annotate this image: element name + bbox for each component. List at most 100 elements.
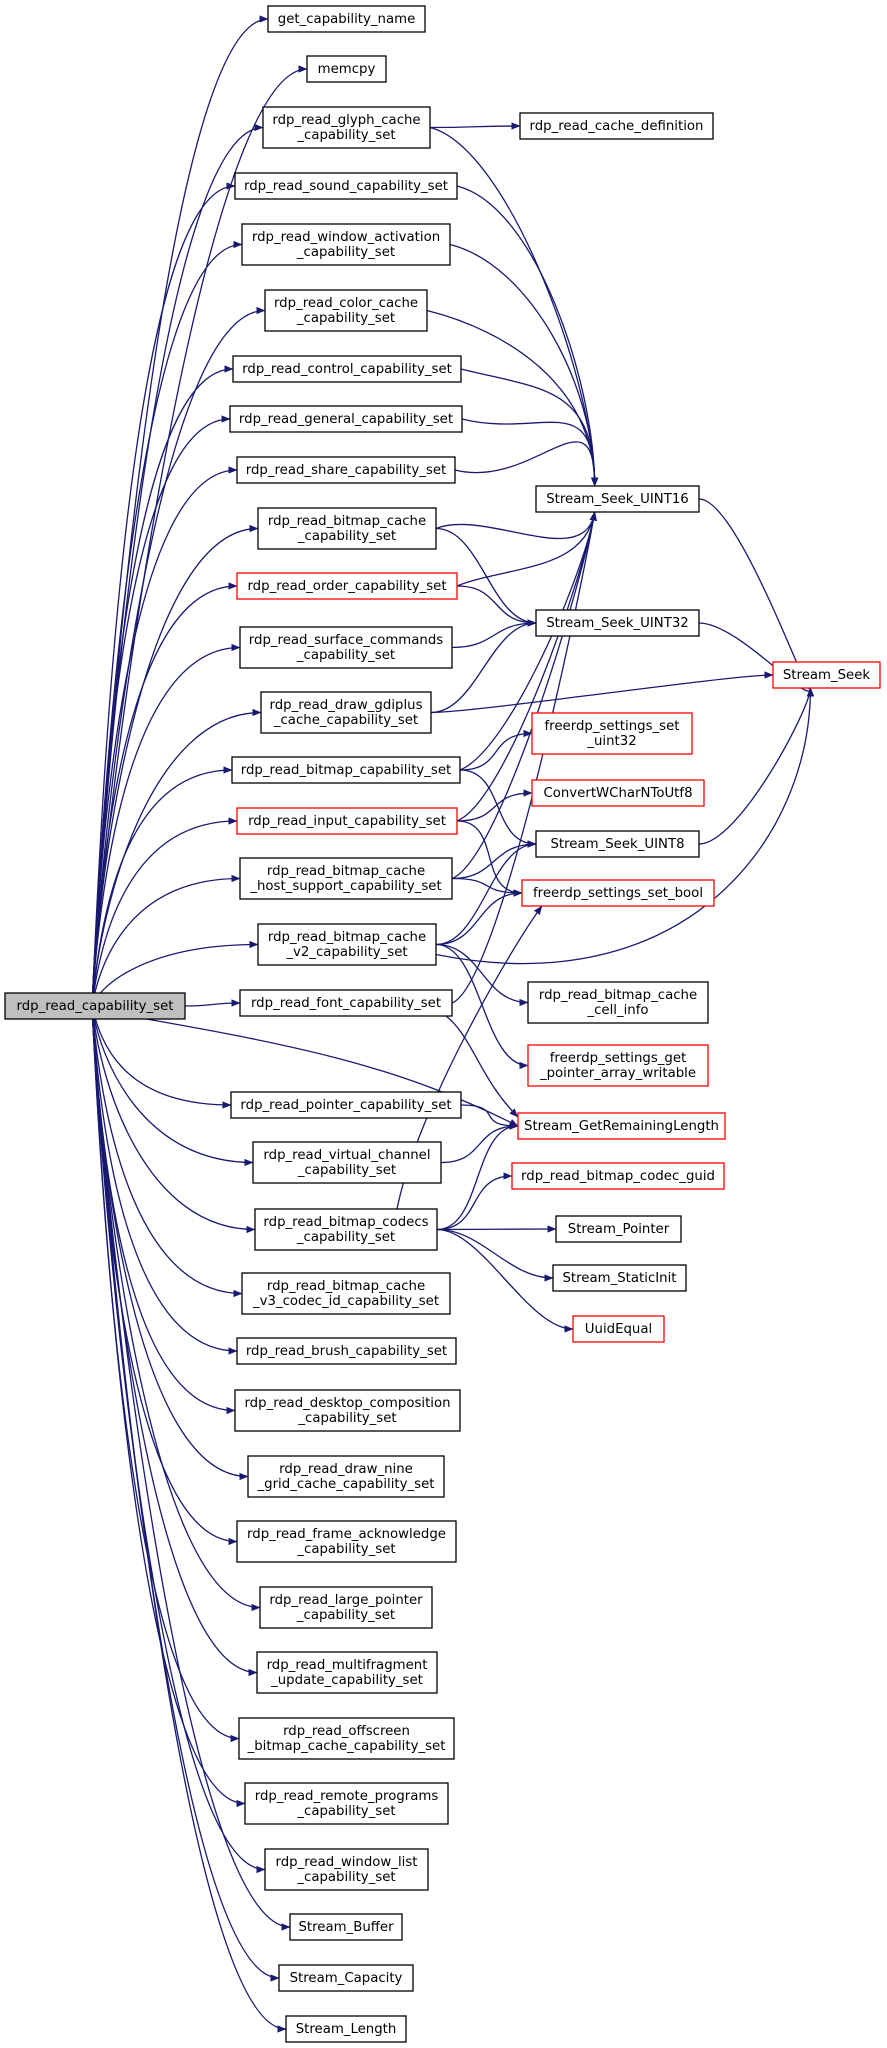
node-brush[interactable]: rdp_read_brush_capability_set [236, 1337, 457, 1365]
node-settings-set-uint32[interactable]: freerdp_settings_set_uint32 [531, 712, 693, 755]
node-large-pointer[interactable]: rdp_read_large_pointer_capability_set [259, 1586, 433, 1629]
node-uuid-equal[interactable]: UuidEqual [572, 1315, 665, 1343]
node-box [260, 691, 432, 734]
node-label: rdp_read_window_list [276, 1855, 418, 1870]
node-label: rdp_read_color_cache [274, 296, 418, 311]
node-box [236, 1520, 457, 1563]
node-box [257, 923, 437, 966]
node-label: _cell_info [586, 1003, 648, 1018]
node-font[interactable]: rdp_read_font_capability_set [239, 989, 453, 1017]
node-label: Stream_Seek_UINT8 [550, 837, 684, 852]
node-box [229, 405, 463, 433]
node-seek-uint16[interactable]: Stream_Seek_UINT16 [535, 485, 700, 513]
node-box [236, 807, 458, 835]
node-draw-nine-grid[interactable]: rdp_read_draw_nine_grid_cache_capability… [247, 1455, 445, 1498]
node-stream-buffer[interactable]: Stream_Buffer [289, 1913, 403, 1941]
node-box [278, 1964, 414, 1992]
node-settings-set-bool[interactable]: freerdp_settings_set_bool [521, 879, 715, 907]
node-window-list[interactable]: rdp_read_window_list_capability_set [264, 1848, 429, 1891]
edge-draw_gdiplus-to-seek_uint32 [430, 619, 537, 714]
node-box [289, 1913, 403, 1941]
node-label: freerdp_settings_get [550, 1051, 687, 1066]
node-label: Stream_Seek [783, 668, 871, 683]
node-label: rdp_read_control_capability_set [242, 362, 452, 377]
node-order[interactable]: rdp_read_order_capability_set [236, 572, 458, 600]
node-control[interactable]: rdp_read_control_capability_set [232, 355, 462, 383]
node-bitmap-codec-guid[interactable]: rdp_read_bitmap_codec_guid [511, 1162, 725, 1190]
edge-root-to-stream_length [91, 1005, 287, 2033]
node-get-capability-name[interactable]: get_capability_name [267, 5, 426, 33]
node-stream-capacity[interactable]: Stream_Capacity [278, 1964, 414, 1992]
node-settings-get-pointer[interactable]: freerdp_settings_get_pointer_array_writa… [527, 1044, 709, 1087]
node-label: rdp_read_virtual_channel [263, 1148, 430, 1163]
node-draw-gdiplus[interactable]: rdp_read_draw_gdiplus_cache_capability_s… [260, 691, 432, 734]
edge-root-to-remaining_length [99, 1010, 519, 1127]
node-remaining-length[interactable]: Stream_GetRemainingLength [517, 1112, 726, 1140]
node-box [241, 223, 451, 266]
node-bitmap-cache[interactable]: rdp_read_bitmap_cache_capability_set [257, 507, 437, 550]
node-label: Stream_Buffer [298, 1920, 394, 1935]
edge-root-to-share [91, 466, 238, 1007]
node-pointer[interactable]: rdp_read_pointer_capability_set [230, 1091, 462, 1119]
node-bitmap-cache-v2[interactable]: rdp_read_bitmap_cache_v2_capability_set [257, 923, 437, 966]
node-label: _capability_set [296, 1608, 395, 1623]
node-input[interactable]: rdp_read_input_capability_set [236, 807, 458, 835]
node-color-cache[interactable]: rdp_read_color_cache_capability_set [264, 289, 428, 332]
node-box [535, 485, 700, 513]
node-cache-definition[interactable]: rdp_read_cache_definition [519, 112, 714, 140]
node-box [572, 1315, 665, 1343]
node-box [511, 1162, 725, 1190]
node-box [234, 172, 458, 200]
edge-root-to-bitmap_codecs [91, 1005, 256, 1234]
node-seek-uint8[interactable]: Stream_Seek_UINT8 [535, 830, 700, 858]
node-box [238, 1717, 455, 1760]
node-multifragment[interactable]: rdp_read_multifragment_update_capability… [256, 1651, 438, 1694]
edge-bitmap_cache_host-to-settings_set_bool [451, 877, 523, 897]
node-box [264, 1848, 429, 1891]
node-static-init[interactable]: Stream_StaticInit [552, 1264, 687, 1292]
node-label: rdp_read_offscreen [283, 1724, 410, 1739]
node-label: UuidEqual [585, 1322, 652, 1337]
node-surface-commands[interactable]: rdp_read_surface_commands_capability_set [239, 626, 453, 669]
node-seek-uint32[interactable]: Stream_Seek_UINT32 [535, 609, 700, 637]
node-bitmap[interactable]: rdp_read_bitmap_capability_set [231, 756, 461, 784]
edge-root-to-font [184, 999, 241, 1007]
node-bitmap-cache-host[interactable]: rdp_read_bitmap_cache_host_support_capab… [239, 857, 453, 900]
edge-virtual_channel-to-remaining_length [440, 1122, 519, 1164]
node-remote-programs[interactable]: rdp_read_remote_programs_capability_set [244, 1782, 449, 1825]
node-share[interactable]: rdp_read_share_capability_set [236, 456, 456, 484]
node-virtual-channel[interactable]: rdp_read_virtual_channel_capability_set [252, 1141, 442, 1184]
node-general[interactable]: rdp_read_general_capability_set [229, 405, 463, 433]
node-stream-pointer[interactable]: Stream_Pointer [555, 1215, 682, 1243]
node-glyph-cache[interactable]: rdp_read_glyph_cache_capability_set [262, 106, 431, 149]
edge-root-to-surface_commands [91, 643, 241, 1007]
node-frame-ack[interactable]: rdp_read_frame_acknowledge_capability_se… [236, 1520, 457, 1563]
node-label: _host_support_capability_set [249, 879, 441, 894]
node-bitmap-cache-cell[interactable]: rdp_read_bitmap_cache_cell_info [527, 981, 709, 1024]
node-bitmap-codecs[interactable]: rdp_read_bitmap_codecs_capability_set [254, 1208, 438, 1251]
node-window-activation[interactable]: rdp_read_window_activation_capability_se… [241, 223, 451, 266]
node-offscreen[interactable]: rdp_read_offscreen_bitmap_cache_capabili… [238, 1717, 455, 1760]
node-box [535, 609, 700, 637]
edge-root-to-bitmap_cache_host [91, 874, 241, 1007]
node-memcpy[interactable]: memcpy [306, 55, 387, 83]
node-label: rdp_read_sound_capability_set [244, 179, 448, 194]
node-label: _uint32 [586, 734, 636, 749]
edge-order-to-seek_uint32 [456, 585, 537, 627]
node-box [531, 779, 705, 807]
node-stream-seek[interactable]: Stream_Seek [772, 661, 881, 689]
edge-root-to-bitmap_cache_v3 [91, 1005, 243, 1298]
edge-bitmap_cache_host-to-seek_uint16 [451, 511, 597, 880]
node-root[interactable]: rdp_read_capability_set [4, 992, 186, 1020]
edge-control-to-seek_uint16 [460, 368, 599, 487]
node-desktop-composition[interactable]: rdp_read_desktop_composition_capability_… [234, 1389, 461, 1432]
node-box [247, 1455, 445, 1498]
node-stream-length[interactable]: Stream_Length [285, 2015, 407, 2043]
node-convert-wchar[interactable]: ConvertWCharNToUtf8 [531, 779, 705, 807]
node-bitmap-cache-v3[interactable]: rdp_read_bitmap_cache_v3_codec_id_capabi… [241, 1272, 451, 1315]
node-label: rdp_read_order_capability_set [247, 579, 446, 594]
node-sound[interactable]: rdp_read_sound_capability_set [234, 172, 458, 200]
node-label: memcpy [318, 62, 376, 77]
node-label: rdp_read_share_capability_set [246, 463, 447, 478]
node-label: rdp_read_window_activation [252, 230, 440, 245]
